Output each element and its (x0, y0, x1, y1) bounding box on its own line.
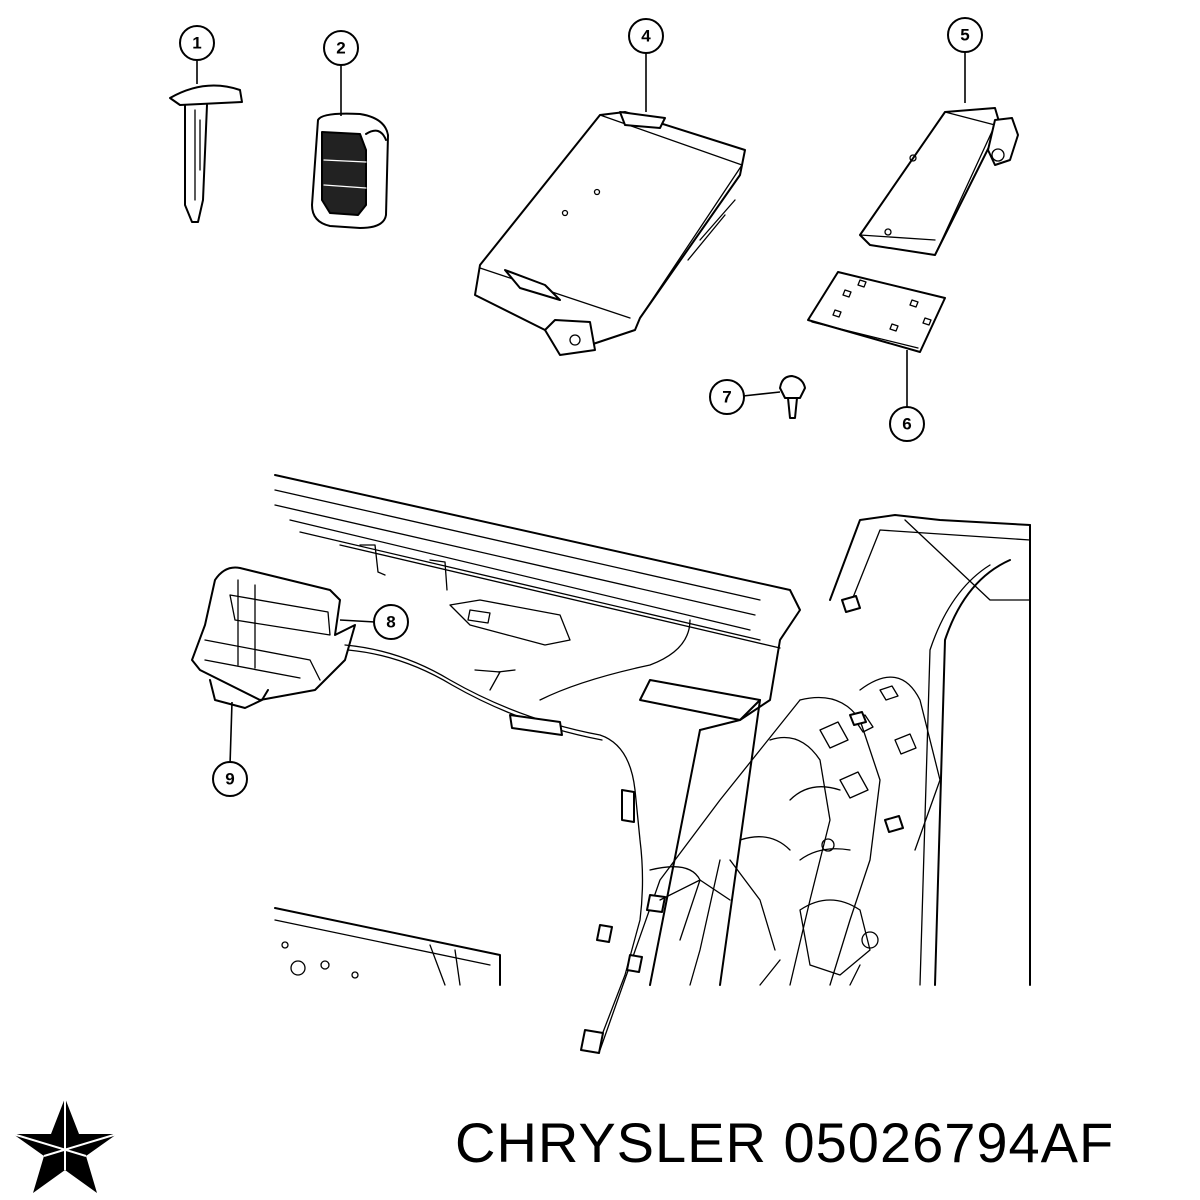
callout-5-label: 5 (960, 26, 969, 45)
callout-6-label: 6 (902, 415, 911, 434)
part-5-antenna-module (859, 107, 1019, 256)
part-9-receiver-module (191, 566, 356, 709)
callout-8-label: 8 (386, 613, 395, 632)
callout-1: 1 (179, 25, 215, 61)
brand-name: CHRYSLER (455, 1111, 767, 1174)
callout-9-label: 9 (225, 770, 234, 789)
callout-2-label: 2 (336, 39, 345, 58)
chrysler-star-icon (12, 1098, 118, 1193)
caption: CHRYSLER 05026794AF (455, 1110, 1190, 1180)
part-4-control-module (474, 111, 746, 356)
vehicle-body-assembly (274, 474, 1031, 1054)
callout-5: 5 (947, 17, 983, 53)
callout-2: 2 (323, 30, 359, 66)
callout-6: 6 (889, 406, 925, 442)
callout-7: 7 (709, 379, 745, 415)
callout-8: 8 (373, 604, 409, 640)
callout-4: 4 (628, 18, 664, 54)
part-number: 05026794AF (783, 1111, 1115, 1174)
leader-lines (196, 51, 966, 766)
callout-4-label: 4 (641, 27, 651, 46)
part-6-bracket (807, 271, 946, 353)
callout-9: 9 (212, 761, 248, 797)
part-2-key-fob (311, 112, 389, 229)
callout-1-label: 1 (192, 34, 201, 53)
part-7-screw (779, 375, 806, 419)
callout-7-label: 7 (722, 388, 731, 407)
part-1-key-blade (169, 84, 243, 223)
